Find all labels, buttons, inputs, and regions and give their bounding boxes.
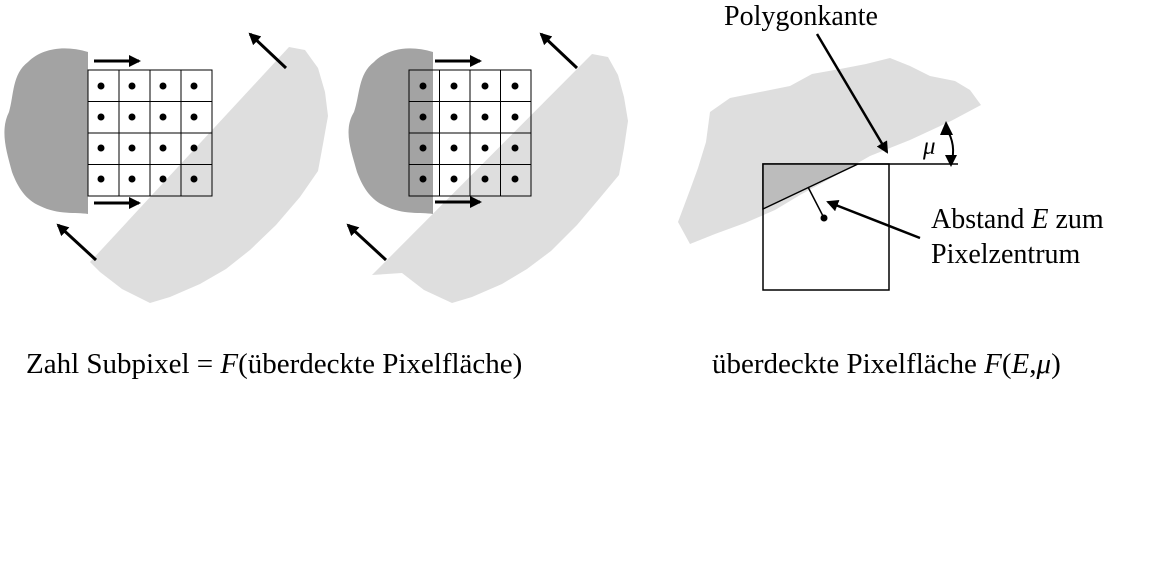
distance-label-line2: Pixelzentrum [931,239,1081,270]
left-arrows [56,32,288,262]
covered-pixel-area [762,163,859,211]
right-caption-variable-mu: μ [1036,348,1052,380]
middle-arrows [346,32,579,262]
left-upper-diagonal-arrow [248,32,288,70]
right-caption-close-paren: ) [1051,348,1061,380]
right-caption-variable-e: E [1011,348,1030,380]
left-panel [4,32,328,303]
right-caption-function: F [984,348,1002,380]
left-caption-function: F [220,348,239,380]
right-caption-comma: , [1029,348,1037,380]
mu-label: μ [923,133,936,160]
left-subpixel-dots [97,82,198,183]
mu-arrowhead-top [940,121,953,135]
left-caption-suffix: (überdeckte Pixelfläche) [238,348,523,380]
right-caption: überdeckte Pixelfläche F(E,μ) [712,350,1061,379]
mu-arrowhead-bottom [945,155,957,167]
left-light-shape [90,47,328,303]
polygon-edge-label: Polygonkante [724,1,878,32]
distance-label-variable-e: E [1031,204,1049,235]
right-caption-open-paren: ( [1001,348,1012,380]
middle-upper-diagonal-arrow [539,32,579,70]
distance-pointer [826,200,921,240]
left-grid [87,69,213,197]
left-caption: Zahl Subpixel = F(überdeckte Pixelfläche… [26,350,522,379]
pixel-center-dot [820,214,828,222]
distance-line [807,186,825,219]
middle-dark-shape [348,48,433,214]
middle-subpixel-dots [419,82,519,183]
left-lower-diagonal-arrow [56,223,98,262]
middle-lower-diagonal-arrow [346,223,388,262]
right-caption-prefix: überdeckte Pixelfläche [712,348,985,380]
left-dark-shape [4,48,88,214]
left-caption-prefix: Zahl Subpixel = [26,348,221,380]
distance-label-prefix: Abstand [931,204,1032,235]
polygon-shape [678,58,981,244]
distance-label-suffix: zum [1048,204,1104,235]
distance-label-line1: Abstand E zum [931,206,1104,234]
middle-panel [346,32,628,303]
right-panel [678,33,981,291]
polygon-edge-pointer [815,33,889,154]
